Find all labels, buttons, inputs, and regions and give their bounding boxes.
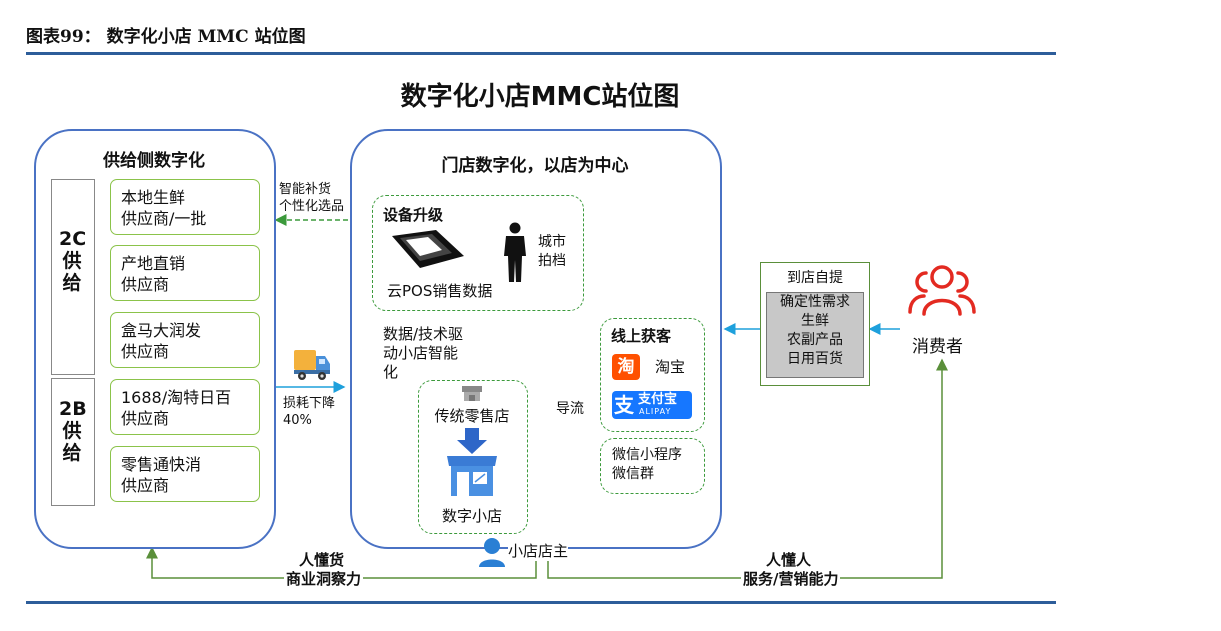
taobao-logo: 淘: [612, 354, 640, 380]
supplier-lst: 零售通快消 供应商: [110, 446, 260, 502]
consumer-label: 消费者: [912, 337, 963, 357]
supplier-1688: 1688/淘特日百 供应商: [110, 379, 260, 435]
segment-2b-label: 2B供给: [59, 398, 87, 464]
bottom-rule: [26, 601, 1056, 604]
replenish-label: 智能补货 个性化选品: [279, 182, 345, 214]
pos-terminal-icon: [392, 230, 464, 268]
traditional-store-label: 传统零售店: [434, 407, 510, 425]
store-owner-label: 小店店主: [508, 542, 569, 561]
alipay-logo-text: 支付宝: [638, 392, 678, 407]
supplier-origin-direct: 产地直销 供应商: [110, 245, 260, 301]
diagram-title: 数字化小店MMC站位图: [400, 82, 680, 112]
truck-icon: [294, 350, 330, 380]
right-loop-subtitle: 服务/营销能力: [741, 570, 841, 589]
supplier-local-fresh: 本地生鲜 供应商/一批: [110, 179, 260, 235]
digital-store-icon: [447, 456, 497, 496]
smart-label: 数据/技术驱 动小店智能 化: [383, 325, 464, 381]
equipment-title: 设备升级: [383, 206, 444, 224]
supplier-hema-rt: 盒马大润发 供应商: [110, 312, 260, 368]
store-owner-icon: [479, 538, 505, 567]
figure-caption: 图表99： 数字化小店 MMC 站位图: [26, 27, 306, 47]
consumer-group-icon: [908, 265, 976, 316]
alipay-mark-icon: 支: [614, 393, 634, 417]
loss-label: 损耗下降 40%: [283, 396, 336, 428]
supply-panel-title: 供给侧数字化: [103, 151, 205, 171]
pickup-title: 到店自提: [787, 270, 843, 286]
traditional-store-icon: [462, 386, 482, 401]
wechat-label: 微信小程序 微信群: [612, 447, 682, 482]
top-rule: [26, 52, 1056, 55]
store-panel-title: 门店数字化，以店为中心: [441, 156, 629, 176]
alipay-sub-text: ALIPAY: [639, 407, 672, 416]
left-loop-title: 人懂货: [299, 551, 345, 570]
left-loop-subtitle: 商业洞察力: [284, 570, 364, 589]
taobao-label: 淘宝: [655, 358, 686, 376]
online-title: 线上获客: [611, 327, 672, 345]
pos-label: 云POS销售数据: [387, 282, 493, 300]
city-partner-label: 城市 拍档: [538, 234, 566, 269]
segment-2c-label: 2C供给: [59, 228, 87, 294]
transform-arrow-icon: [457, 428, 487, 454]
right-loop-title: 人懂人: [766, 551, 812, 570]
wechat-box: [600, 438, 705, 494]
segment-2c: [51, 179, 95, 375]
alipay-logo: 支 支付宝 ALIPAY: [612, 391, 692, 419]
segment-2b: [51, 378, 95, 506]
pickup-items: 确定性需求 生鲜 农副产品 日用百货: [766, 292, 864, 378]
digital-store-label: 数字小店: [441, 507, 502, 525]
guide-label: 导流: [556, 401, 584, 417]
city-partner-icon: [504, 222, 526, 282]
